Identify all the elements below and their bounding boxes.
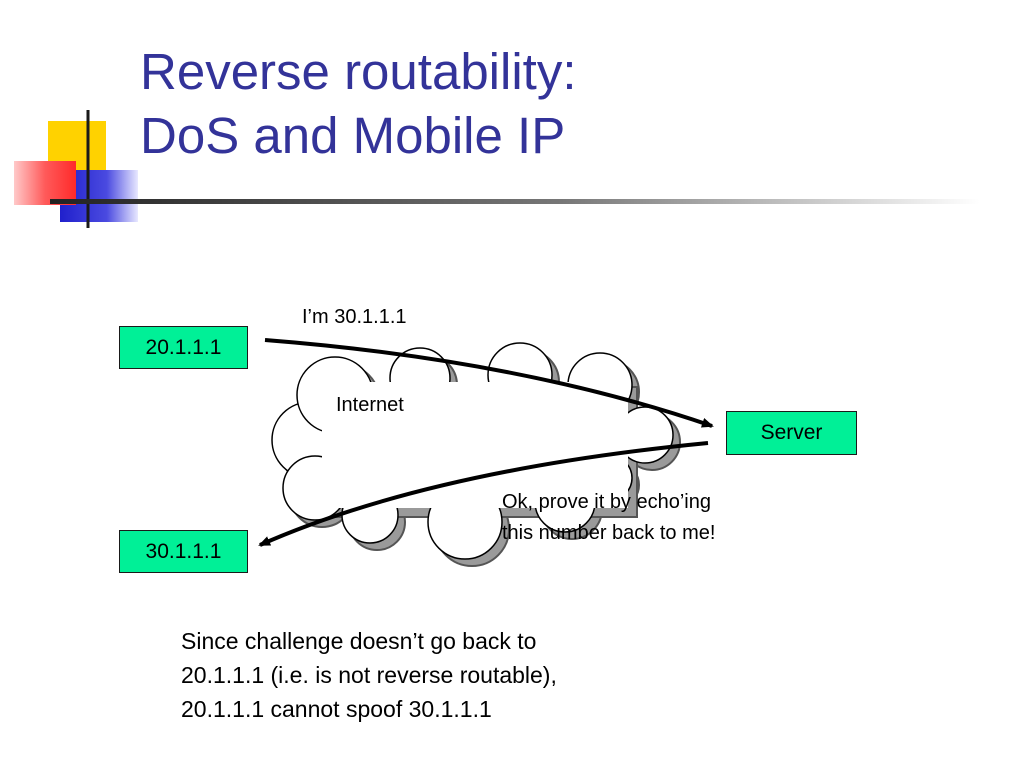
challenge-line-1: Ok, prove it by echo’ing (502, 491, 711, 513)
note-line-3: 20.1.1.1 cannot spoof 30.1.1.1 (181, 696, 492, 722)
title-line-2: DoS and Mobile IP (140, 107, 566, 164)
note-line-1: Since challenge doesn’t go back to (181, 628, 537, 654)
host-20-label: 20.1.1.1 (145, 335, 222, 359)
challenge-message: Ok, prove it by echo’ing this number bac… (502, 487, 715, 549)
server-box: Server (726, 411, 857, 455)
explanation-note: Since challenge doesn’t go back to 20.1.… (181, 624, 557, 726)
note-line-2: 20.1.1.1 (i.e. is not reverse routable), (181, 662, 557, 688)
challenge-line-2: this number back to me! (502, 522, 716, 544)
challenge-arrow (258, 441, 709, 547)
claim-message: I’m 30.1.1.1 (302, 306, 407, 328)
title-line-1: Reverse routability: (140, 43, 577, 100)
host-30-box: 30.1.1.1 (119, 530, 248, 573)
title-decoration (14, 110, 980, 228)
title-underline (50, 199, 980, 204)
server-label: Server (760, 421, 823, 444)
cloud-label: Internet (336, 394, 404, 416)
red-square-decoration (14, 161, 76, 205)
host-20-box: 20.1.1.1 (119, 326, 248, 369)
host-30-label: 30.1.1.1 (145, 539, 222, 563)
claim-arrow (264, 338, 714, 428)
page-title: Reverse routability: DoS and Mobile IP (140, 40, 577, 168)
